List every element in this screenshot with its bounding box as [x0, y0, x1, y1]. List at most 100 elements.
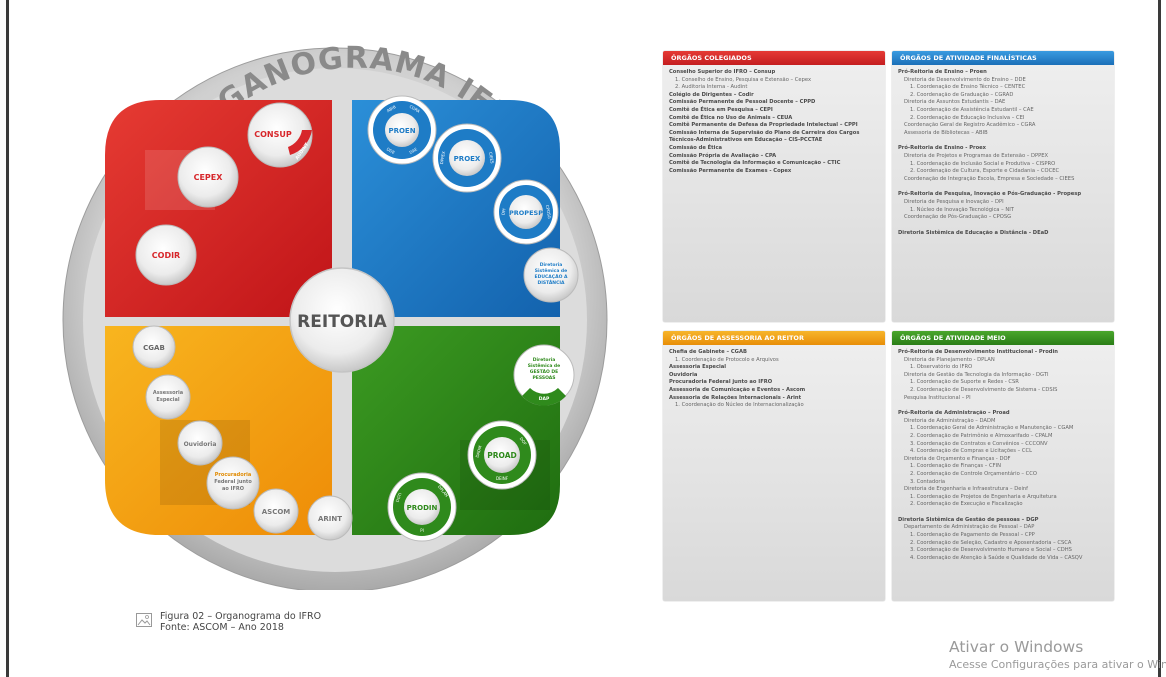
panel-colegiados-header: ÓRGÃOS COLEGIADOS: [663, 51, 885, 65]
list-item: Assessoria de Comunicação e Eventos - As…: [669, 386, 806, 393]
organogram-diagram: ORGANOGRAMA IFRO REITORIA CONSUP AUDINT …: [27, 3, 670, 593]
list-item: 3. Contadoria: [910, 478, 946, 485]
panel-meio-list: Pró-Reitoria de Desenvolvimento Instituc…: [892, 349, 1114, 562]
list-item: Departamento de Administração de Pessoal…: [904, 524, 1035, 531]
svg-text:PROPESP: PROPESP: [509, 209, 543, 217]
list-item: 1. Coordenação de Pagamento de Pessoal –…: [910, 532, 1035, 539]
list-item: 1. Coordenação do Núcleo de Internaciona…: [675, 402, 804, 409]
svg-text:Diretoria: Diretoria: [533, 357, 556, 363]
node-cepex: CEPEX: [177, 146, 239, 208]
node-assessoria-especial: Assessoria Especial: [145, 374, 191, 420]
list-item: 1. Coordenação de Suporte e Redes - CSR: [910, 379, 1019, 386]
node-proen: PROEN ABIB CGRA DDE DAE: [367, 95, 437, 165]
list-item: Diretoria de Assuntos Estudantis – DAE: [904, 99, 1006, 106]
svg-text:CGAB: CGAB: [143, 344, 165, 352]
list-item: 1. Coordenação de Projetos de Engenharia…: [910, 493, 1057, 500]
image-icon: [136, 613, 152, 627]
list-item: 1. Coordenação de Assistência Estudantil…: [910, 106, 1034, 113]
list-item: Diretoria Sistêmica de Gestão de pessoas…: [898, 516, 1039, 523]
windows-activation-watermark: Ativar o Windows Acesse Configurações pa…: [949, 638, 1166, 671]
list-item: 1. Coordenação Geral de Administração e …: [910, 425, 1074, 432]
svg-text:Sistêmica de: Sistêmica de: [528, 362, 560, 369]
list-item: Conselho Superior do IFRO – Consup: [669, 69, 776, 75]
svg-text:Procuradoria: Procuradoria: [215, 472, 252, 478]
svg-text:Assessoria: Assessoria: [153, 390, 183, 396]
list-item: Coordenação Geral de Registro Acadêmico …: [904, 122, 1036, 129]
svg-text:DOF: DOF: [519, 436, 528, 446]
list-item: 2. Coordenação de Seleção, Cadastro e Ap…: [910, 539, 1072, 546]
list-item: Diretoria de Projetos e Programas de Ext…: [904, 152, 1049, 159]
svg-text:DDE: DDE: [386, 146, 396, 155]
list-item: Comissão Própria de Avaliação – CPA: [669, 152, 777, 159]
svg-text:Sistêmica de: Sistêmica de: [535, 267, 567, 274]
svg-text:PROEX: PROEX: [454, 155, 481, 163]
panel-finalisticas-header: ÓRGÃOS DE ATIVIDADE FINALÍSTICAS: [892, 51, 1114, 65]
svg-text:DEINF: DEINF: [496, 476, 509, 481]
list-item: Diretoria Sistêmica de Educação a Distân…: [898, 229, 1049, 236]
node-procuradoria: Procuradoria Federal junto ao IFRO: [206, 456, 260, 510]
list-item: Comitê de Ética em Pesquisa – CEPI: [669, 106, 773, 113]
watermark-subtitle: Acesse Configurações para ativar o Win: [949, 658, 1166, 671]
list-item: Comitê de Ética no Uso de Animais – CEUA: [669, 114, 793, 121]
svg-text:Federal junto: Federal junto: [214, 479, 252, 485]
node-arint: ARINT: [307, 495, 353, 541]
list-item: 4. Coordenação de Atenção à Saúde e Qual…: [910, 554, 1083, 561]
panel-meio-header: ÓRGÃOS DE ATIVIDADE MEIO: [892, 331, 1114, 345]
panel-meio: ÓRGÃOS DE ATIVIDADE MEIO Pró-Reitoria de…: [892, 331, 1114, 601]
reitoria-circle: [289, 267, 395, 373]
list-item: 2. Coordenação de Execução e Fiscalizaçã…: [910, 501, 1023, 508]
list-item: Pró-Reitoria de Pesquisa, Inovação e Pós…: [898, 191, 1082, 198]
list-item: Pesquisa Institucional – PI: [904, 394, 971, 401]
node-consup: CONSUP AUDINT: [247, 102, 313, 168]
list-item: Assessoria de Bibliotecas – ABIB: [904, 129, 988, 136]
svg-text:ao IFRO: ao IFRO: [222, 486, 244, 492]
svg-text:PRODIN: PRODIN: [407, 504, 438, 512]
list-item: 4. Coordenação de Compras e Licitações –…: [910, 448, 1032, 455]
list-item: 1. Conselho de Ensino, Pesquisa e Extens…: [675, 76, 812, 83]
list-item: 1. Coordenação de Ensino Técnico – CENTE…: [910, 84, 1026, 91]
svg-text:DAP: DAP: [539, 396, 550, 402]
svg-text:GESTÃO DE: GESTÃO DE: [530, 368, 558, 375]
svg-text:DPI: DPI: [500, 208, 506, 215]
panel-finalisticas: ÓRGÃOS DE ATIVIDADE FINALÍSTICAS Pró-Rei…: [892, 51, 1114, 322]
reitoria-label: REITORIA: [297, 312, 387, 332]
list-item: Colégio de Dirigentes – Codir: [669, 91, 754, 98]
list-item: 3. Coordenação de Contratos e Convênios …: [910, 440, 1048, 447]
left-frame-bar: [6, 0, 9, 677]
node-prodin: PRODIN DGTI DPLAN PI: [387, 472, 457, 542]
panel-assessoria: ÓRGÃOS DE ASSESSORIA AO REITOR Chefia de…: [663, 331, 885, 601]
list-item: Pró-Reitoria de Ensino - Proex: [898, 145, 987, 152]
node-dead: Diretoria Sistêmica de EDUCAÇÃO A DISTÂN…: [523, 247, 579, 303]
svg-text:CGRA: CGRA: [409, 104, 421, 114]
list-item: Técnicos-Administrativos em Educação – C…: [669, 137, 823, 144]
list-item: Diretoria de Pesquisa e Inovação – DPI: [904, 198, 1004, 205]
caption-source: Fonte: ASCOM – Ano 2018: [160, 622, 284, 633]
list-item: Diretoria de Planejamento - DPLAN: [904, 356, 995, 363]
svg-text:ABIB: ABIB: [386, 104, 397, 113]
list-item: Assessoria Especial: [669, 364, 727, 371]
svg-text:DAE: DAE: [408, 146, 418, 155]
svg-text:PESSOAS: PESSOAS: [532, 375, 555, 381]
list-item: Comissão de Ética: [669, 144, 723, 151]
list-item: Coordenação de Integração Escola, Empres…: [904, 175, 1075, 182]
list-item: 2. Coordenação de Educação Inclusiva – C…: [910, 114, 1025, 121]
list-item: Comitê Permanente de Defesa da Proprieda…: [669, 122, 858, 129]
svg-text:CEPEX: CEPEX: [194, 173, 224, 182]
list-item: 3. Coordenação de Desenvolvimento Humano…: [910, 547, 1072, 554]
svg-text:DPPEX: DPPEX: [439, 151, 446, 165]
list-item: 1. Coordenação de Inclusão Social e Prod…: [910, 160, 1056, 167]
node-proad: PROAD DADM DOF DEINF: [467, 420, 537, 490]
panel-colegiados: ÓRGÃOS COLEGIADOS Conselho Superior do I…: [663, 51, 885, 322]
svg-text:PROEN: PROEN: [388, 127, 415, 135]
watermark-title: Ativar o Windows: [949, 638, 1084, 656]
svg-text:DGTI: DGTI: [395, 492, 403, 503]
list-item: 1. Coordenação de Protocolo e Arquivos: [675, 356, 779, 363]
svg-text:CIEES: CIEES: [488, 152, 495, 165]
svg-text:PROAD: PROAD: [487, 451, 516, 460]
node-dgp: Diretoria Sistêmica de GESTÃO DE PESSOAS…: [513, 344, 575, 406]
node-propesp: PROPESP DPI CPOSG: [493, 179, 559, 245]
svg-text:Especial: Especial: [156, 397, 179, 403]
list-item: 1. Observatório do IFRO: [910, 364, 973, 371]
list-item: Diretoria de Desenvolvimento do Ensino –…: [904, 76, 1026, 83]
svg-text:PI: PI: [420, 528, 424, 533]
